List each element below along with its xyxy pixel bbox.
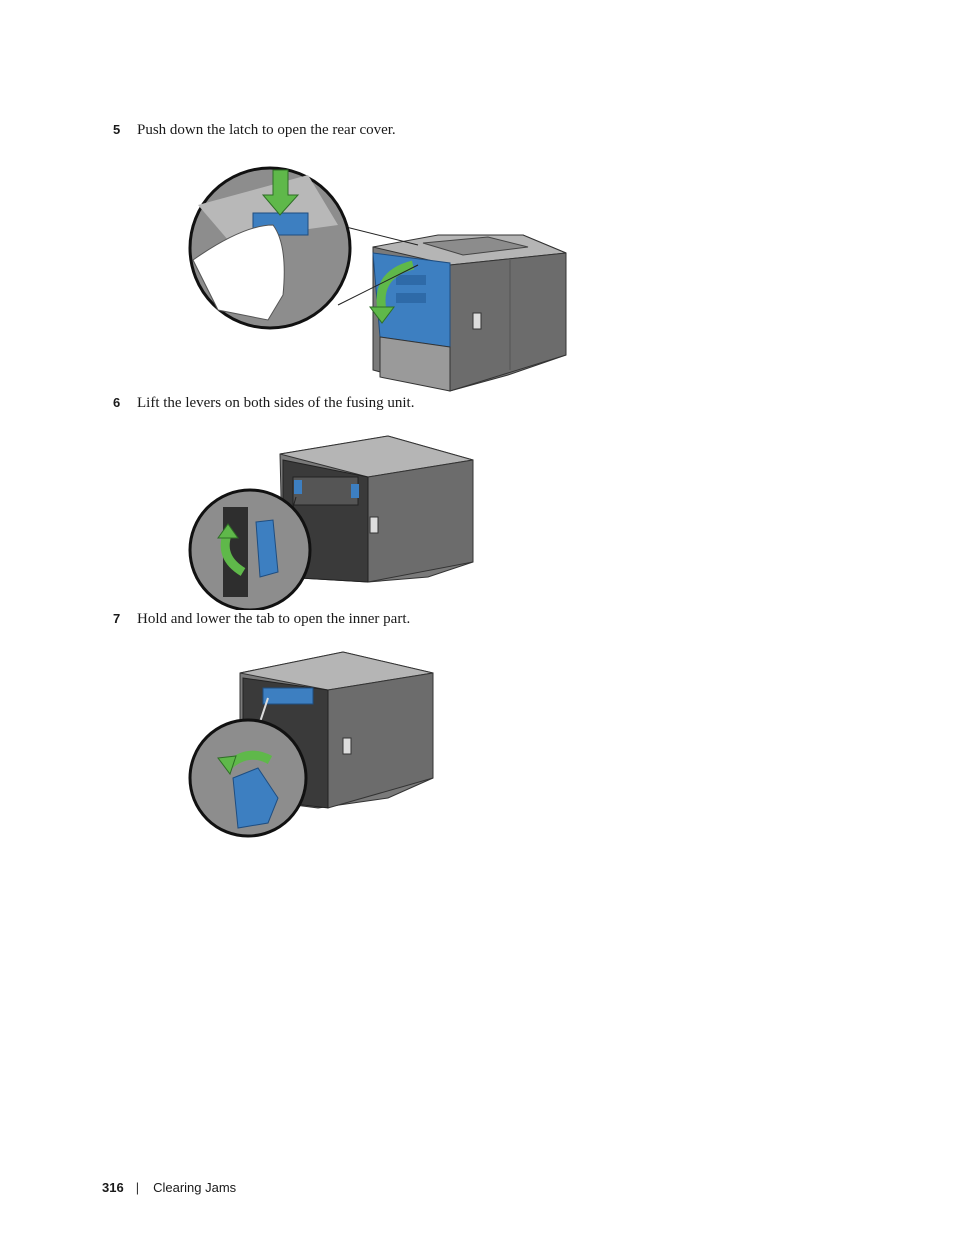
rear-cover-illustration — [188, 166, 567, 392]
step-number: 7 — [113, 611, 121, 626]
step-number: 5 — [113, 122, 121, 137]
step-7: 7 Hold and lower the tab to open the inne… — [113, 610, 410, 628]
fusing-lever-illustration — [188, 435, 474, 610]
page-number: 316 — [102, 1180, 124, 1195]
step-6: 6 Lift the levers on both sides of the fu… — [113, 394, 414, 412]
step-5: 5 Push down the latch to open the rear co… — [113, 121, 396, 139]
step-text: Hold and lower the tab to open the inner… — [137, 611, 411, 627]
step-text: Lift the levers on both sides of the fus… — [137, 395, 415, 411]
step-number: 6 — [113, 395, 121, 410]
page-footer: 316 | Clearing Jams — [102, 1180, 236, 1195]
section-title: Clearing Jams — [153, 1180, 237, 1195]
inner-part-tab-illustration — [188, 651, 434, 838]
footer-separator: | — [135, 1180, 140, 1195]
step-text: Push down the latch to open the rear cov… — [137, 122, 396, 138]
